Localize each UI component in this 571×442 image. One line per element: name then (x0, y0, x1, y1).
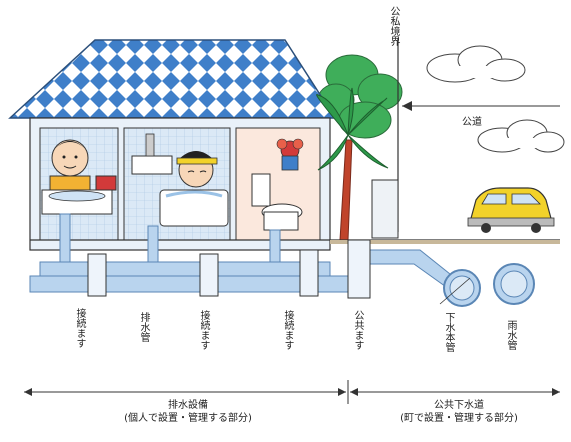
private-span-title: 排水設備 (168, 400, 208, 411)
public-box-label: 公共ます (352, 310, 363, 350)
sewer-main-label: 下水本管 (443, 312, 454, 352)
sewer-pointer (439, 277, 471, 305)
private-span-caption: 排水設備 (個人で設置・管理する部分) (118, 399, 258, 425)
rain-pipe-label: 雨水管 (505, 320, 516, 350)
connection-boxes (87, 239, 371, 299)
boundary-label: 公私境界 (388, 6, 399, 46)
connection-box-label-3: 接続ます (282, 310, 293, 350)
sewer-main-pipe (443, 269, 481, 307)
private-span-arrow (24, 388, 346, 396)
cloud-middle-right (477, 119, 565, 153)
kitchen-room (41, 139, 117, 215)
toilet-room (251, 138, 304, 231)
public-road-arrow (402, 101, 560, 111)
soil (330, 240, 560, 244)
public-span-title: 公共下水道 (434, 400, 484, 411)
connection-box-label-1: 接続ます (74, 308, 85, 348)
public-span-caption: 公共下水道 (町で設置・管理する部分) (396, 399, 522, 425)
public-span-subtitle: (町で設置・管理する部分) (400, 413, 518, 424)
background-trees (317, 54, 403, 139)
public-road-label: 公道 (462, 117, 482, 128)
private-span-subtitle: (個人で設置・管理する部分) (124, 413, 252, 424)
cloud-top-right (426, 45, 526, 83)
boundary-wall (371, 179, 399, 239)
house-roof (8, 39, 337, 119)
car (467, 187, 555, 233)
rain-pipe (493, 263, 535, 305)
drain-pipe-label: 排水管 (138, 312, 149, 342)
bathroom-room (131, 133, 229, 227)
public-span-arrow (350, 388, 560, 396)
connection-box-label-2: 接続ます (198, 310, 209, 350)
